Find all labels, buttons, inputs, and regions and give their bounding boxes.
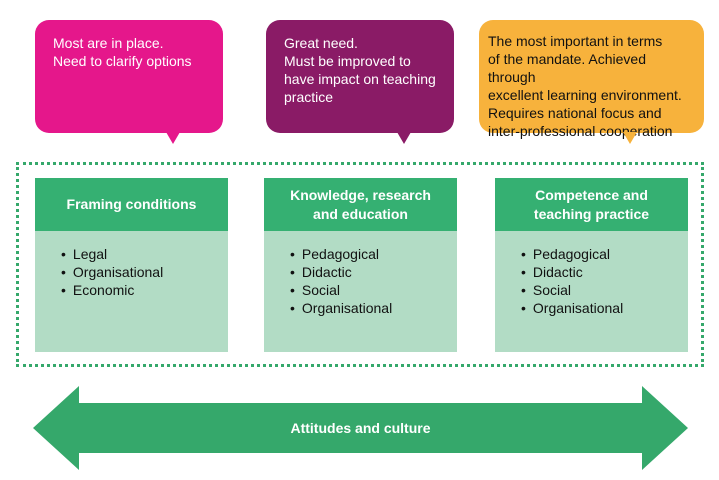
column-knowledge-research-education: Knowledge, research and education Pedago… <box>264 178 457 352</box>
list-item: Organisational <box>61 263 228 281</box>
column-list: Pedagogical Didactic Social Organisation… <box>495 245 688 317</box>
list-item: Social <box>290 281 457 299</box>
column-list: Legal Organisational Economic <box>35 245 228 299</box>
column-framing-conditions: Framing conditions Legal Organisational … <box>35 178 228 352</box>
bubble-text: The most important in terms of the manda… <box>488 33 682 139</box>
list-item: Organisational <box>521 299 688 317</box>
list-item: Legal <box>61 245 228 263</box>
column-title: Competence and teaching practice <box>495 178 688 231</box>
column-competence-teaching-practice: Competence and teaching practice Pedagog… <box>495 178 688 352</box>
list-item: Didactic <box>521 263 688 281</box>
column-list: Pedagogical Didactic Social Organisation… <box>264 245 457 317</box>
list-item: Organisational <box>290 299 457 317</box>
bubble-text: Most are in place. Need to clarify optio… <box>53 35 192 69</box>
arrow-label: Attitudes and culture <box>290 420 431 436</box>
dotted-frame <box>16 162 704 367</box>
list-item: Economic <box>61 281 228 299</box>
list-item: Pedagogical <box>521 245 688 263</box>
bubble-text: Great need. Must be improved to have imp… <box>284 35 436 105</box>
column-title: Framing conditions <box>35 178 228 231</box>
speech-bubble-framing: Most are in place. Need to clarify optio… <box>35 20 223 144</box>
bubble-tail <box>397 132 411 144</box>
speech-bubble-knowledge: Great need. Must be improved to have imp… <box>266 20 454 144</box>
list-item: Didactic <box>290 263 457 281</box>
speech-bubble-competence: The most important in terms of the manda… <box>479 20 704 144</box>
bubble-tail <box>623 132 637 144</box>
bubble-tail <box>166 132 180 144</box>
list-item: Social <box>521 281 688 299</box>
column-title: Knowledge, research and education <box>264 178 457 231</box>
double-arrow-icon <box>33 386 688 470</box>
list-item: Pedagogical <box>290 245 457 263</box>
